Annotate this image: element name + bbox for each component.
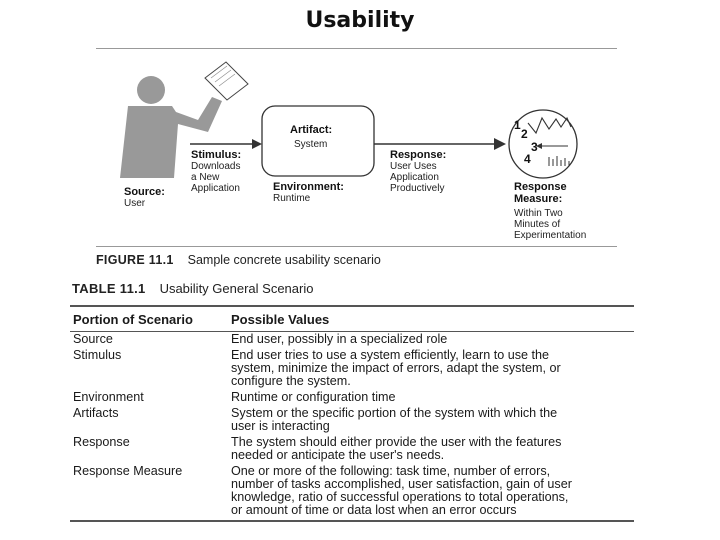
response-title: Response: (390, 149, 447, 161)
value-line: Runtime or configuration time (231, 390, 396, 404)
response-line: User Uses (390, 161, 437, 172)
slide-title: Usability (305, 8, 415, 33)
response-measure-line: Experimentation (514, 230, 587, 241)
response-line: Productively (390, 183, 445, 194)
value-line: needed or anticipate the user's needs. (231, 448, 445, 462)
measure-number-1: 1 (514, 118, 521, 132)
values-cell: The system should either provide the use… (228, 435, 634, 464)
values-cell: End user, possibly in a specialized role (228, 332, 634, 349)
stimulus-line: a New (191, 172, 220, 183)
figure-caption: FIGURE 11.1 Sample concrete usability sce… (96, 253, 381, 267)
environment-label: Environment: Runtime (273, 181, 344, 204)
table-row: Response Measure One or more of the foll… (70, 464, 634, 522)
table-row: Environment Runtime or configuration tim… (70, 390, 634, 406)
value-line: The system should either provide the use… (231, 435, 562, 449)
response-line: Application (390, 172, 439, 183)
document-icon (204, 61, 249, 101)
response-measure-line: Within Two (514, 208, 563, 219)
artifact-box (261, 105, 375, 177)
value-line: End user tries to use a system efficient… (231, 348, 550, 362)
portion-cell: Environment (73, 390, 144, 404)
figure-caption-number: FIGURE 11.1 (96, 253, 174, 267)
table-caption-number: TABLE 11.1 (72, 281, 146, 296)
value-line: One or more of the following: task time,… (231, 464, 551, 478)
response-arrow (374, 138, 506, 150)
table-row: Response The system should either provid… (70, 435, 634, 464)
source-label: Source: User (124, 186, 165, 209)
value-line: System or the specific portion of the sy… (231, 406, 558, 420)
stimulus-title: Stimulus: (191, 149, 242, 161)
artifact-label: Artifact: System (290, 124, 332, 150)
measure-number-3: 3 (531, 140, 538, 154)
scenario-figure: 1 2 3 4 (120, 61, 578, 179)
value-line: or amount of time or data lost when an e… (231, 503, 517, 517)
values-cell: End user tries to use a system efficient… (228, 348, 634, 390)
environment-value: Runtime (273, 193, 311, 204)
value-line: knowledge, ratio of successful operation… (231, 490, 569, 504)
response-measure-title: Measure: (514, 193, 563, 205)
figure-caption-text: Sample concrete usability scenario (187, 253, 381, 267)
value-line: system, minimize the impact of errors, a… (231, 361, 561, 375)
environment-title: Environment: (273, 181, 344, 193)
portion-cell: Artifacts (73, 406, 119, 420)
portion-cell: Source (73, 332, 113, 346)
column-header-values: Possible Values (228, 305, 634, 332)
table-caption: TABLE 11.1 Usability General Scenario (72, 281, 313, 296)
artifact-title: Artifact: (290, 124, 333, 136)
response-measure-line: Minutes of (514, 219, 561, 230)
artifact-value: System (294, 139, 328, 150)
figure-top-rule (96, 48, 617, 49)
value-line: number of tasks accomplished, user satis… (231, 477, 572, 491)
stimulus-arrow (190, 139, 262, 149)
response-measure-icon: 1 2 3 4 (508, 109, 578, 179)
portion-cell: Stimulus (73, 348, 122, 362)
portion-cell: Response Measure (70, 464, 228, 522)
response-measure-title: Response (514, 181, 567, 193)
response-measure-label: Response Measure: Within Two Minutes of … (514, 181, 586, 241)
table-row: Artifacts System or the specific portion… (70, 406, 634, 435)
value-line: user is interacting (231, 419, 330, 433)
value-line: configure the system. (231, 374, 351, 388)
values-cell: Runtime or configuration time (228, 390, 634, 406)
values-cell: System or the specific portion of the sy… (228, 406, 634, 435)
column-header-portion: Portion of Scenario (70, 305, 228, 332)
measure-number-2: 2 (521, 127, 528, 141)
table-caption-text: Usability General Scenario (159, 281, 314, 296)
source-value: User (124, 198, 146, 209)
usability-scenario-table: Portion of Scenario Possible Values Sour… (70, 305, 634, 522)
values-cell: One or more of the following: task time,… (228, 464, 634, 522)
stimulus-label: Stimulus: Downloads a New Application (191, 149, 241, 194)
user-figure-icon (120, 76, 222, 178)
portion-cell: Response (73, 435, 130, 449)
measure-number-4: 4 (524, 152, 531, 166)
response-label: Response: User Uses Application Producti… (390, 149, 446, 194)
table-row: Source End user, possibly in a specializ… (70, 332, 634, 349)
table-row: Stimulus End user tries to use a system … (70, 348, 634, 390)
table-header-row: Portion of Scenario Possible Values (70, 305, 634, 332)
source-title: Source: (124, 186, 165, 198)
value-line: End user, possibly in a specialized role (231, 332, 448, 346)
stimulus-line: Downloads (191, 161, 241, 172)
figure-bottom-rule (96, 246, 617, 247)
stimulus-line: Application (191, 183, 240, 194)
